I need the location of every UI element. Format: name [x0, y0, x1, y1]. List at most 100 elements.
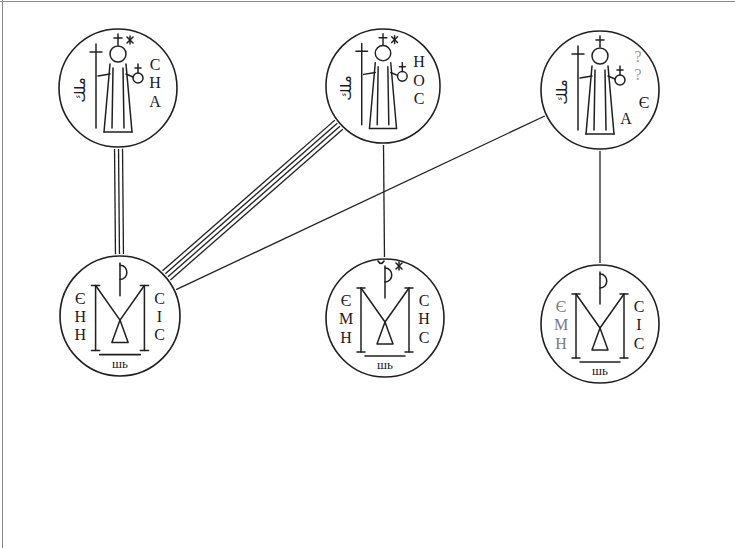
seal-circle: ملك ? ? ЄA — [540, 30, 660, 150]
emperor-figure — [364, 72, 376, 74]
arabic-legend: ملك — [555, 79, 570, 105]
emperor-figure — [123, 68, 124, 128]
seal-rim — [59, 29, 177, 147]
link-connector — [115, 149, 124, 254]
monogram-stroke — [396, 263, 402, 269]
link-line — [383, 145, 385, 257]
monogram-stroke — [398, 262, 400, 270]
letter-column: C H A — [147, 56, 163, 111]
emperor-figure — [104, 131, 132, 133]
link-line — [162, 120, 334, 271]
link-connector — [600, 151, 601, 263]
monogram-stroke — [365, 355, 405, 357]
letter-column: A — [618, 110, 634, 128]
arabic-legend: ملك — [339, 75, 354, 101]
letter-column: Є — [636, 94, 652, 112]
letter-column: H O C — [411, 53, 427, 108]
monogram-stroke — [360, 288, 362, 352]
monogram-stroke — [140, 350, 148, 352]
emperor-figure — [129, 36, 131, 44]
emperor-figure — [617, 69, 623, 71]
monogram-stroke — [144, 286, 146, 351]
emperor-figure — [387, 67, 389, 125]
monogram-stroke — [112, 320, 128, 342]
monogram-stroke — [396, 263, 402, 269]
monogram-stroke — [592, 328, 608, 350]
monogram-stroke — [378, 261, 384, 264]
monogram-stroke — [623, 294, 625, 358]
monogram-stroke — [405, 351, 413, 353]
monogram-stroke — [576, 294, 624, 328]
emperor-figure — [599, 36, 601, 47]
letter-column: C H C — [416, 292, 432, 347]
emperor-figure — [117, 34, 119, 45]
seal-circle: Є M H C H C шь — [325, 258, 445, 378]
seal-rim — [541, 265, 659, 383]
seal-inscription: шь — [377, 358, 393, 371]
link-line — [168, 126, 340, 276]
letter-column: Є M H — [553, 298, 569, 353]
seal-circle: ملك H O C — [325, 28, 441, 144]
emperor-head — [110, 46, 126, 62]
emperor-figure — [112, 68, 113, 128]
letter-column: C I C — [631, 298, 647, 353]
link-line — [122, 149, 124, 254]
monogram-stroke — [385, 268, 392, 282]
monogram-stroke — [575, 294, 577, 358]
monogram-stroke — [120, 265, 127, 279]
emperor-figure — [392, 37, 398, 43]
monogram-stroke — [100, 354, 141, 356]
emperor-figure — [98, 74, 110, 76]
letter-column: Є M H — [338, 292, 354, 347]
letter-column: ? ? — [630, 48, 646, 85]
emperor-figure — [391, 72, 398, 75]
emperor-figure — [608, 66, 614, 134]
emperor-figure — [596, 39, 604, 41]
emperor-figure — [127, 37, 133, 43]
emperor-figure — [572, 53, 584, 55]
monogram-stroke — [96, 286, 145, 321]
emperor-figure — [399, 66, 405, 67]
emperor-figure — [577, 46, 579, 130]
seal-rim — [541, 31, 659, 149]
frame-line — [0, 1, 735, 2]
emperor-figure — [369, 128, 396, 129]
globus-cruciger — [398, 72, 408, 82]
monogram-stroke — [361, 288, 409, 322]
monogram-stroke — [600, 274, 607, 288]
arabic-legend: ملك — [73, 77, 88, 103]
frame-line — [2, 0, 3, 548]
seal-inscription: шь — [592, 364, 608, 377]
monogram-stroke — [357, 351, 365, 353]
monogram-stroke — [408, 288, 410, 352]
emperor-figure — [126, 64, 132, 132]
emperor-figure — [605, 70, 606, 130]
monogram-stroke — [620, 357, 628, 359]
letter-column: Є H H — [72, 290, 88, 345]
monogram-stroke — [377, 322, 393, 344]
seal-rim — [326, 259, 444, 377]
emperor-figure — [382, 34, 383, 45]
emperor-figure — [391, 63, 397, 129]
emperor-figure — [608, 76, 615, 79]
seal-rim — [60, 256, 180, 376]
link-connector — [162, 120, 342, 280]
emperor-figure — [356, 50, 368, 51]
monogram-stroke — [580, 361, 620, 363]
globus-cruciger — [615, 75, 625, 85]
emperor-head — [592, 48, 608, 64]
emperor-figure — [394, 36, 395, 44]
emperor-figure — [379, 37, 387, 38]
emperor-figure — [361, 43, 362, 124]
emperor-figure — [126, 74, 133, 77]
emperor-figure — [135, 67, 141, 69]
link-line — [165, 123, 337, 273]
seal-circle: Є H HC I Cшь — [59, 255, 181, 377]
monogram-stroke — [95, 286, 97, 351]
emperor-figure — [114, 37, 122, 39]
emperor-head — [375, 45, 390, 60]
monogram-stroke — [572, 357, 580, 359]
emperor-figure — [127, 37, 133, 43]
emperor-figure — [586, 133, 614, 135]
